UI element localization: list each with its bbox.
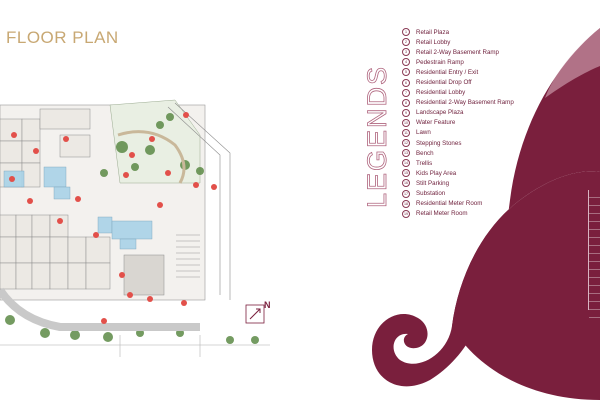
legend-number-badge: 9: [402, 108, 410, 117]
legend-list: 1 Retail Plaza 2 Retail Lobby 3 Retail 2-Way …: [402, 27, 514, 219]
legend-item: 7 Residential Lobby: [402, 88, 514, 98]
legend-number-badge: 2: [402, 38, 410, 47]
legend-label: Kids Play Area: [416, 169, 457, 177]
legend-label: Stilt Parking: [416, 179, 450, 187]
legend-number-badge: 3: [402, 48, 410, 57]
legend-number-badge: 18: [402, 199, 410, 208]
legend-item: 11 Lawn: [402, 128, 514, 138]
floor-plan-drawing: [0, 99, 270, 357]
legend-label: Lawn: [416, 129, 431, 137]
legend-label: Retail Plaza: [416, 28, 450, 36]
legend-item: 14 Trellis: [402, 158, 514, 168]
legend-number-badge: 5: [402, 68, 410, 77]
legend-label: Pedestrain Ramp: [416, 58, 464, 66]
north-arrow-label: N: [264, 300, 271, 310]
legends-heading: LEGENDS: [362, 65, 393, 209]
legend-label: Landscape Plaza: [416, 109, 464, 117]
legend-number-badge: 19: [402, 209, 410, 218]
legend-number-badge: 12: [402, 139, 410, 148]
legend-number-badge: 10: [402, 118, 410, 127]
legend-item: 2 Retail Lobby: [402, 37, 514, 47]
legend-item: 10 Water Feature: [402, 118, 514, 128]
legend-item: 19 Retail Meter Room: [402, 209, 514, 219]
legend-label: Residential Entry / Exit: [416, 68, 479, 76]
legend-label: Retail Meter Room: [416, 210, 468, 218]
legend-label: Trellis: [416, 159, 433, 167]
legend-item: 17 Substation: [402, 189, 514, 199]
page-title: FLOOR PLAN: [6, 28, 119, 47]
legend-label: Residential Drop Off: [416, 79, 472, 87]
legend-number-badge: 16: [402, 179, 410, 188]
legend-number-badge: 8: [402, 98, 410, 107]
legend-number-badge: 6: [402, 78, 410, 87]
legend-item: 8 Residential 2-Way Basement Ramp: [402, 98, 514, 108]
legend-item: 9 Landscape Plaza: [402, 108, 514, 118]
legend-label: Residential Lobby: [416, 89, 466, 97]
legend-number-badge: 4: [402, 58, 410, 67]
legend-item: 6 Residential Drop Off: [402, 77, 514, 87]
legend-number-badge: 15: [402, 169, 410, 178]
legend-item: 5 Residential Entry / Exit: [402, 67, 514, 77]
legend-item: 15 Kids Play Area: [402, 168, 514, 178]
legend-label: Stepping Stones: [416, 139, 462, 147]
legend-label: Residential 2-Way Basement Ramp: [416, 99, 514, 107]
legend-item: 12 Stepping Stones: [402, 138, 514, 148]
legend-label: Residential Meter Room: [416, 200, 483, 208]
legend-number-badge: 7: [402, 88, 410, 97]
legend-item: 4 Pedestrain Ramp: [402, 57, 514, 67]
legend-item: 13 Bench: [402, 148, 514, 158]
legend-item: 1 Retail Plaza: [402, 27, 514, 37]
legend-number-badge: 14: [402, 159, 410, 168]
legend-item: 18 Residential Meter Room: [402, 199, 514, 209]
legend-label: Retail 2-Way Basement Ramp: [416, 48, 499, 56]
side-table-strip: [588, 190, 600, 318]
legend-label: Substation: [416, 190, 446, 198]
legends-heading-text: LEGENDS: [362, 65, 392, 208]
legend-item: 16 Stilt Parking: [402, 178, 514, 188]
legend-item: 3 Retail 2-Way Basement Ramp: [402, 47, 514, 57]
legend-label: Bench: [416, 149, 434, 157]
legend-number-badge: 17: [402, 189, 410, 198]
legend-label: Retail Lobby: [416, 38, 451, 46]
legend-number-badge: 11: [402, 128, 410, 137]
legend-number-badge: 13: [402, 149, 410, 158]
legend-number-badge: 1: [402, 28, 410, 37]
legend-label: Water Feature: [416, 119, 456, 127]
